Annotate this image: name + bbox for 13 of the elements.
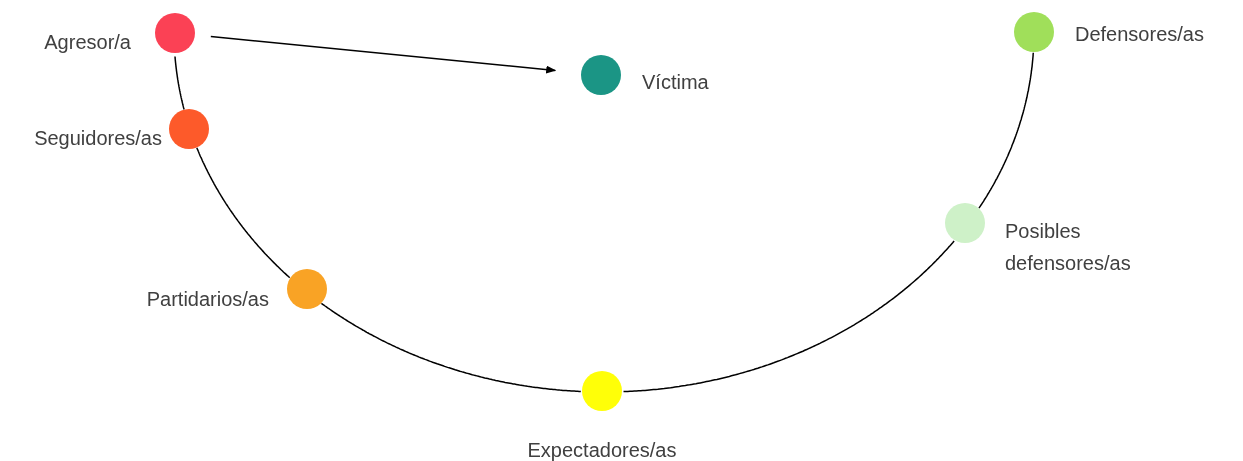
role-label: Partidarios/as (146, 287, 269, 312)
role-label: Defensores/as (1075, 22, 1204, 47)
arc-line (174, 55, 185, 111)
arc-line (622, 240, 955, 393)
arc-line (196, 147, 291, 279)
role-label: Seguidores/as (34, 126, 162, 151)
role-label: Posibles defensores/as (1005, 219, 1132, 276)
arc-line (320, 302, 582, 393)
role-label: Expectadores/as (526, 438, 678, 461)
arc-line (978, 51, 1035, 209)
arrow (210, 35, 557, 74)
role-label: Víctima (642, 70, 709, 95)
role-label: Agresor/a (44, 30, 131, 55)
